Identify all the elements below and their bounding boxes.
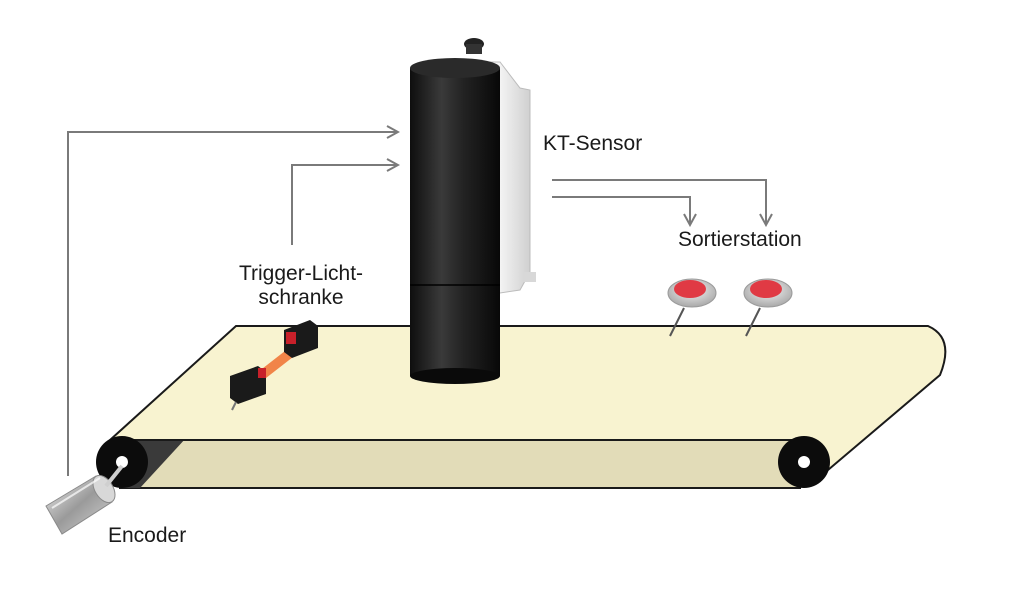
encoder-signal-arrow — [67, 132, 398, 476]
emitter — [230, 366, 266, 404]
trigger-light-barrier — [230, 320, 318, 411]
conveyor-belt — [96, 325, 947, 489]
sorter-button-1 — [667, 278, 717, 337]
sensor-cylinder — [410, 68, 500, 376]
right-roller — [778, 436, 830, 488]
sorter-signal-arrow-1 — [552, 196, 690, 225]
kt-sensor — [410, 38, 536, 384]
trigger-label-line-1: Trigger-Licht- — [238, 262, 364, 285]
kt-sensor-label: KT-Sensor — [543, 132, 643, 155]
receiver — [284, 320, 318, 358]
sorter-signal-arrow-2 — [552, 179, 766, 225]
signal-lines — [67, 132, 766, 476]
encoder-label: Encoder — [108, 524, 187, 547]
belt-side — [119, 439, 801, 489]
trigger-signal-arrow — [291, 165, 398, 245]
sorter-button-2 — [743, 278, 793, 337]
trigger-label-line-2: schranke — [258, 286, 344, 309]
sortierstation-label: Sortierstation — [678, 228, 802, 251]
encoder — [45, 464, 124, 535]
trigger-light-barrier-label: Trigger-Licht- schranke — [228, 262, 374, 310]
left-roller — [96, 436, 148, 488]
